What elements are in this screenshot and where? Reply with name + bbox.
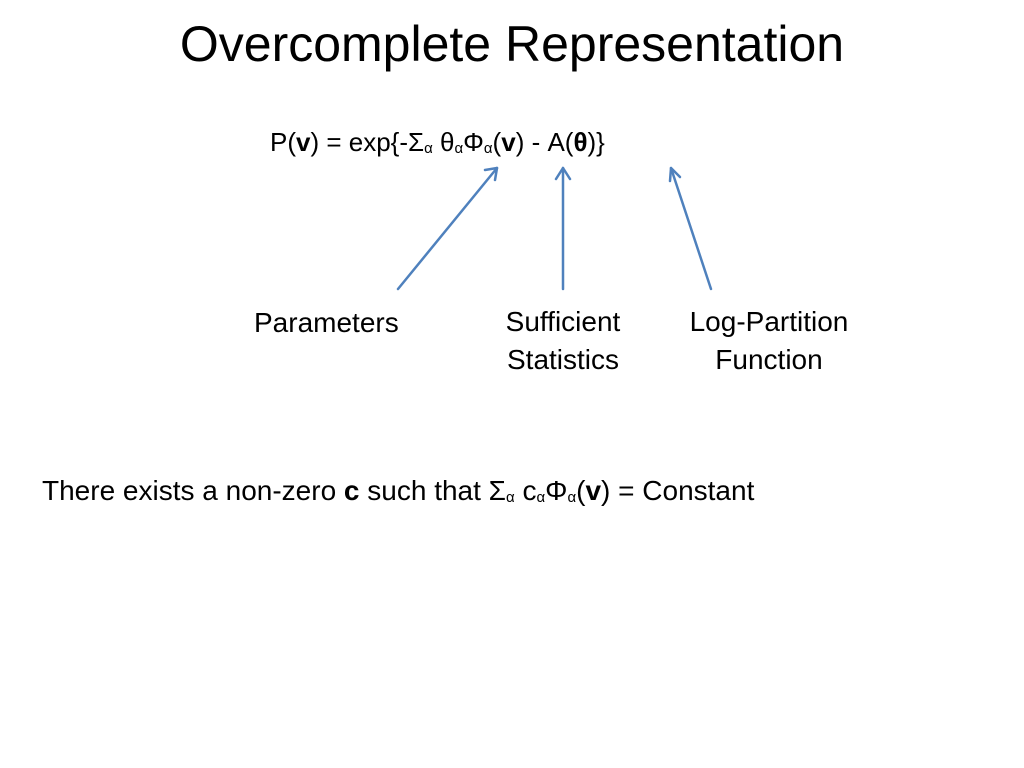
statement-paren-open: (	[576, 475, 586, 506]
statement-sum-subscript: α	[506, 489, 515, 506]
log-partition-line1: Log-Partition	[689, 306, 849, 337]
statement-suffix: ) = Constant	[601, 475, 755, 506]
statement-phi: Φ	[545, 475, 568, 506]
formula-theta: θ	[432, 127, 455, 157]
formula-phi-subscript: α	[483, 140, 493, 157]
statement-v-bold: v	[585, 475, 602, 506]
statement-c-bold: c	[343, 475, 360, 506]
log-partition-line2: Function	[715, 344, 823, 375]
formula-minus-a: ) - A(	[515, 127, 574, 157]
sufficient-statistics-line1: Sufficient	[505, 306, 621, 337]
formula-eq-exp: ) = exp{-Σ	[310, 127, 425, 157]
log-partition-function-label: Log-Partition Function	[672, 303, 866, 379]
log-partition-arrow	[668, 166, 713, 291]
parameters-label: Parameters	[254, 307, 399, 338]
parameters-arrow	[396, 166, 499, 291]
formula-p-open: P(	[270, 127, 296, 157]
formula-v-bold: v	[296, 127, 311, 157]
sufficient-statistics-line2: Statistics	[506, 344, 620, 375]
formula-v2-bold: v	[501, 127, 516, 157]
formula-phi: Φ	[463, 127, 484, 157]
statement-c-subscript: α	[536, 489, 546, 506]
overcomplete-statement: There exists a non-zero c such that Σα c…	[42, 472, 754, 510]
formula-theta-bold: θ	[573, 127, 588, 157]
sufficient-statistics-arrow	[554, 166, 572, 291]
formula-close: )}	[587, 127, 605, 157]
formula-paren-open: (	[492, 127, 502, 157]
slide-title: Overcomplete Representation	[179, 16, 845, 72]
exponential-family-formula: P(v) = exp{-Σα θαΦα(v) - A(θ)}	[270, 124, 605, 160]
statement-phi-subscript: α	[567, 489, 577, 506]
statement-prefix: There exists a non-zero	[42, 475, 344, 506]
statement-middle: such that Σ	[359, 475, 506, 506]
statement-c-term: c	[514, 475, 537, 506]
formula-theta-subscript: α	[454, 140, 464, 157]
formula-sum-subscript: α	[424, 140, 433, 157]
sufficient-statistics-label: Sufficient Statistics	[492, 303, 634, 379]
